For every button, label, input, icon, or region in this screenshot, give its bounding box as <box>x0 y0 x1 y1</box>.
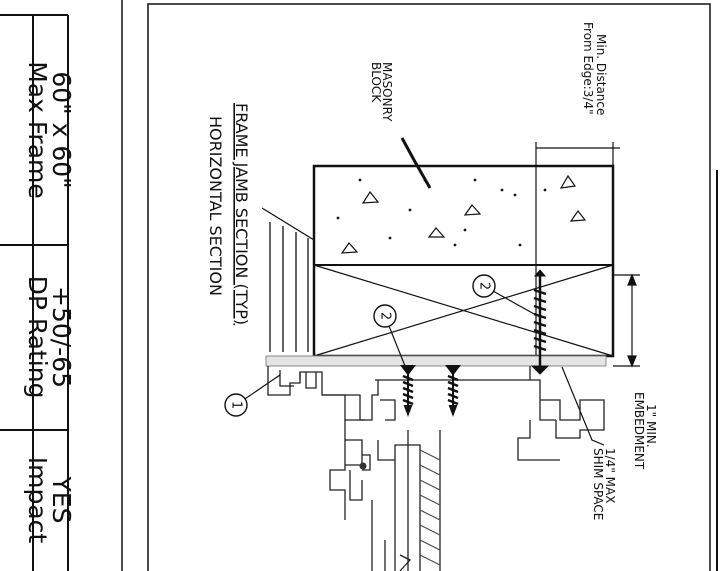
edge-distance-dimension <box>535 142 620 166</box>
masonry-note-line2: BLOCK <box>369 62 383 103</box>
callout-anchor-b: 2 <box>472 274 537 316</box>
concrete-aggregate <box>336 174 587 254</box>
shim-strip <box>265 355 607 367</box>
shim-leader <box>561 366 605 446</box>
masonry-note-line1: MASONRY <box>380 62 394 122</box>
drawing-border <box>147 3 711 571</box>
section-subtitle: HORIZONTAL SECTION <box>206 116 225 296</box>
specs-table <box>0 14 69 571</box>
callout-frame-number: 1 <box>229 401 244 409</box>
sealant-dot <box>359 462 367 470</box>
masonry-leader <box>400 137 432 189</box>
glass-hatch <box>419 449 441 566</box>
callout-anchor-a: 2 <box>373 304 406 367</box>
table-header-max-frame: Max Frame <box>23 61 52 199</box>
frame-screws <box>400 365 461 417</box>
min-distance-note-line1: Min. Distance <box>594 34 608 115</box>
min-distance-note-line2: From Edge:3/4" <box>581 22 595 115</box>
shim-note-line1: 1/4" MAX <box>603 448 617 503</box>
table-header-impact: Impact <box>23 457 52 544</box>
embedment-note-line2: EMBEDMENT <box>632 392 646 470</box>
embedment-note-line1: 1" MIN. <box>644 404 658 448</box>
table-value-impact: YES <box>47 476 76 524</box>
table-header-dp-rating: DP Rating <box>23 276 52 399</box>
wall-finish-lines <box>261 207 315 352</box>
window-frame-profile <box>267 366 605 571</box>
masonry-anchor <box>530 269 550 375</box>
table-value-max-frame: 60" x 60" <box>47 71 76 188</box>
table-value-dp-rating: +50/-65 <box>47 286 76 388</box>
section-title: FRAME JAMB SECTION (TYP) <box>232 103 251 325</box>
masonry-block <box>312 164 615 358</box>
callout-anchor-a-number: 2 <box>378 312 393 320</box>
embedment-dimension <box>613 273 640 368</box>
shim-note-line2: SHIM SPACE <box>591 448 605 520</box>
callout-frame: 1 <box>224 374 281 417</box>
callout-anchor-b-number: 2 <box>477 282 492 290</box>
